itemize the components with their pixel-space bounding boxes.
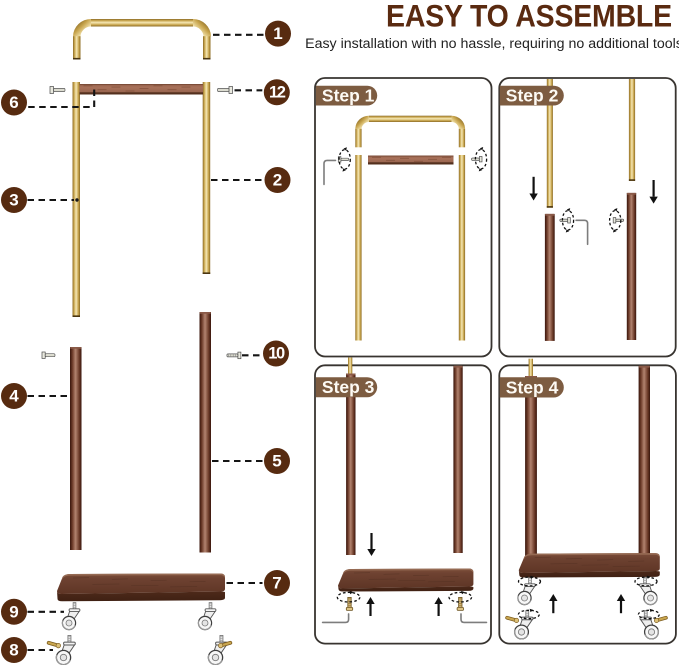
svg-text:Step 1: Step 1 [322,86,375,106]
svg-text:2: 2 [273,171,282,190]
svg-text:Step 4: Step 4 [506,377,559,397]
svg-text:4: 4 [9,387,19,406]
svg-text:1: 1 [273,24,282,43]
svg-text:Step 2: Step 2 [506,86,559,106]
svg-text:6: 6 [9,93,18,112]
svg-text:7: 7 [272,574,281,593]
svg-text:5: 5 [272,452,281,471]
svg-text:Easy installation with no hass: Easy installation with no hassle, requir… [305,36,679,52]
svg-text:Step 3: Step 3 [322,377,375,397]
svg-text:EASY TO ASSEMBLE: EASY TO ASSEMBLE [386,0,672,34]
svg-text:10: 10 [268,345,285,363]
svg-text:3: 3 [9,191,18,210]
svg-text:8: 8 [9,641,18,660]
svg-text:9: 9 [9,602,18,621]
svg-text:12: 12 [269,83,286,101]
